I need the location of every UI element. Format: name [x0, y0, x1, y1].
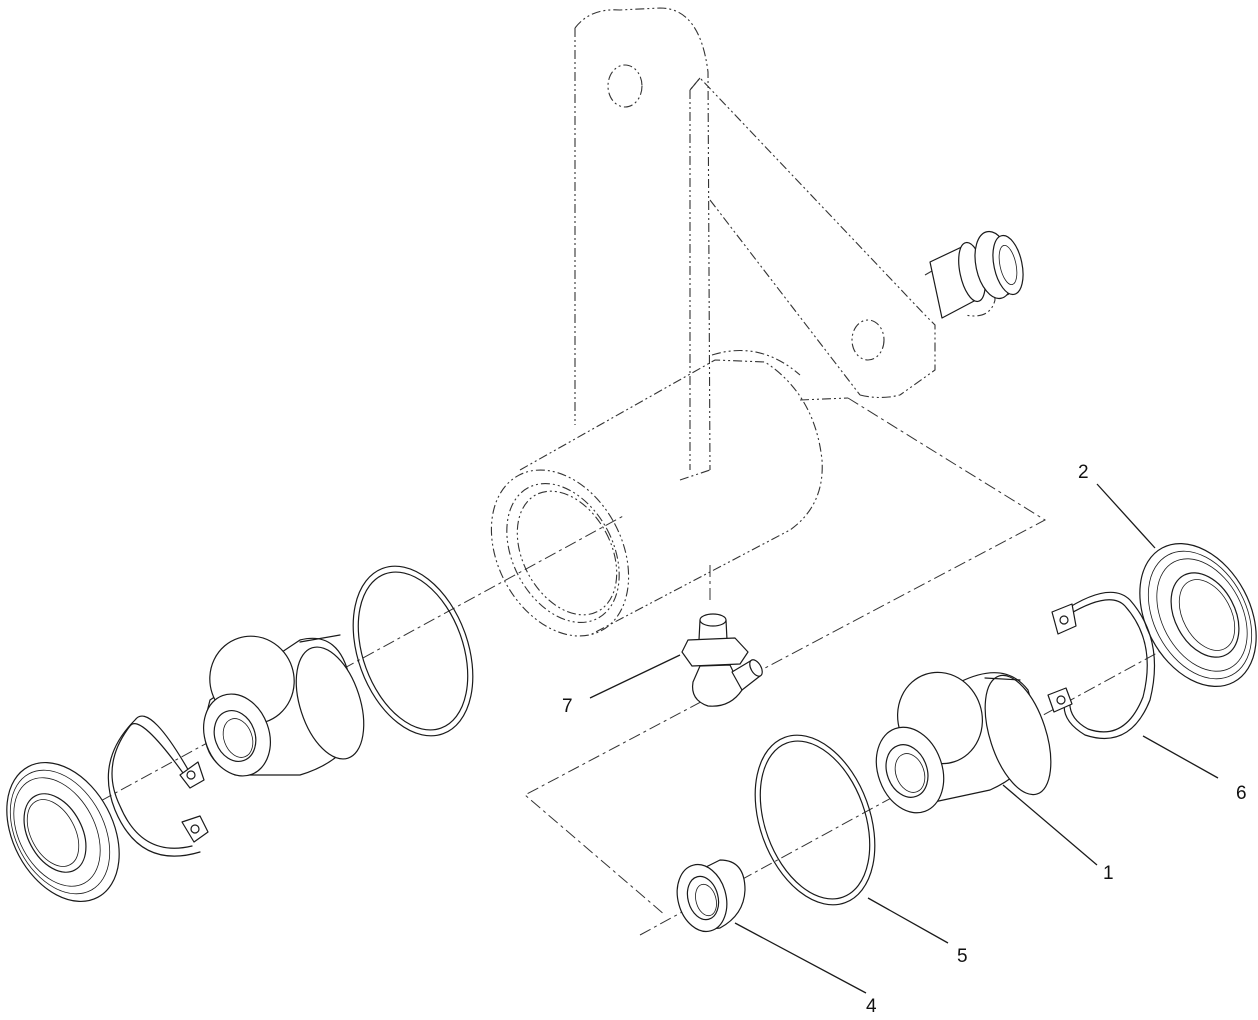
- seal-2: [1139, 542, 1257, 688]
- callout-7: 7: [562, 696, 573, 717]
- callout-5: 5: [957, 946, 968, 967]
- callout-2: 2: [1078, 462, 1089, 483]
- bearing-4: [676, 859, 746, 933]
- left-oring: [352, 565, 474, 737]
- left-bushing: [203, 634, 365, 777]
- callout-1: 1: [1103, 863, 1114, 884]
- callout-4: 4: [866, 996, 877, 1017]
- retaining-ring-6: [1047, 591, 1156, 739]
- oring-5: [754, 734, 876, 906]
- assembly-axes: [19, 397, 1246, 936]
- arm-stud: [929, 230, 1024, 319]
- arm-housing-phantom: [490, 7, 1023, 637]
- grease-fitting: [681, 613, 763, 707]
- leader-lines: [589, 483, 1219, 994]
- bushing-1: [875, 671, 1052, 814]
- callout-6: 6: [1236, 783, 1247, 804]
- left-retaining-ring: [107, 715, 209, 857]
- left-seal: [6, 761, 120, 903]
